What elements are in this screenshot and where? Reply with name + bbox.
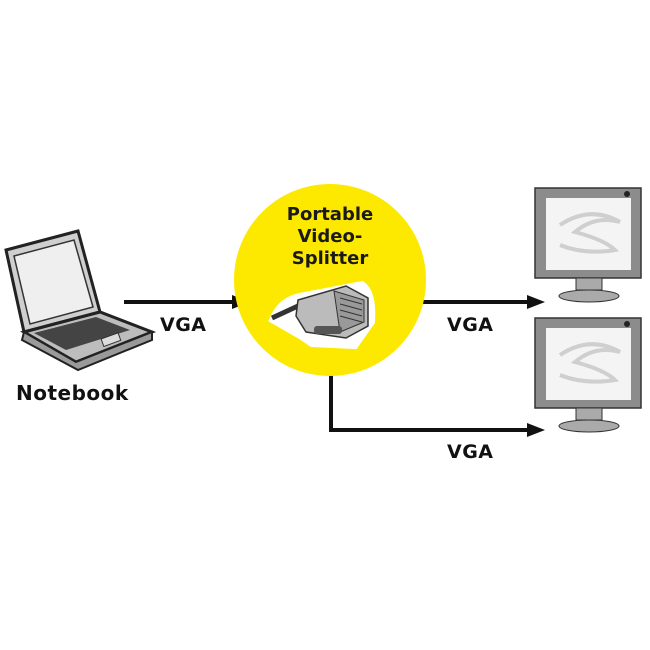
vga-label-output-2: VGA <box>447 441 494 463</box>
arrow-notebook-to-splitter <box>124 295 250 309</box>
vga-label-output-1: VGA <box>447 314 494 336</box>
laptop-icon <box>4 229 157 372</box>
hub-title-line-2: Video- <box>297 226 363 247</box>
arrow-splitter-to-monitor-2 <box>329 370 545 437</box>
hub-title: Portable Video- Splitter <box>234 204 426 270</box>
hub-title-line-1: Portable <box>286 204 374 225</box>
hub-title-line-3: Splitter <box>291 248 369 269</box>
notebook-label: Notebook <box>16 381 129 405</box>
arrow-splitter-to-monitor-1 <box>420 295 545 309</box>
vga-label-input: VGA <box>160 314 207 336</box>
